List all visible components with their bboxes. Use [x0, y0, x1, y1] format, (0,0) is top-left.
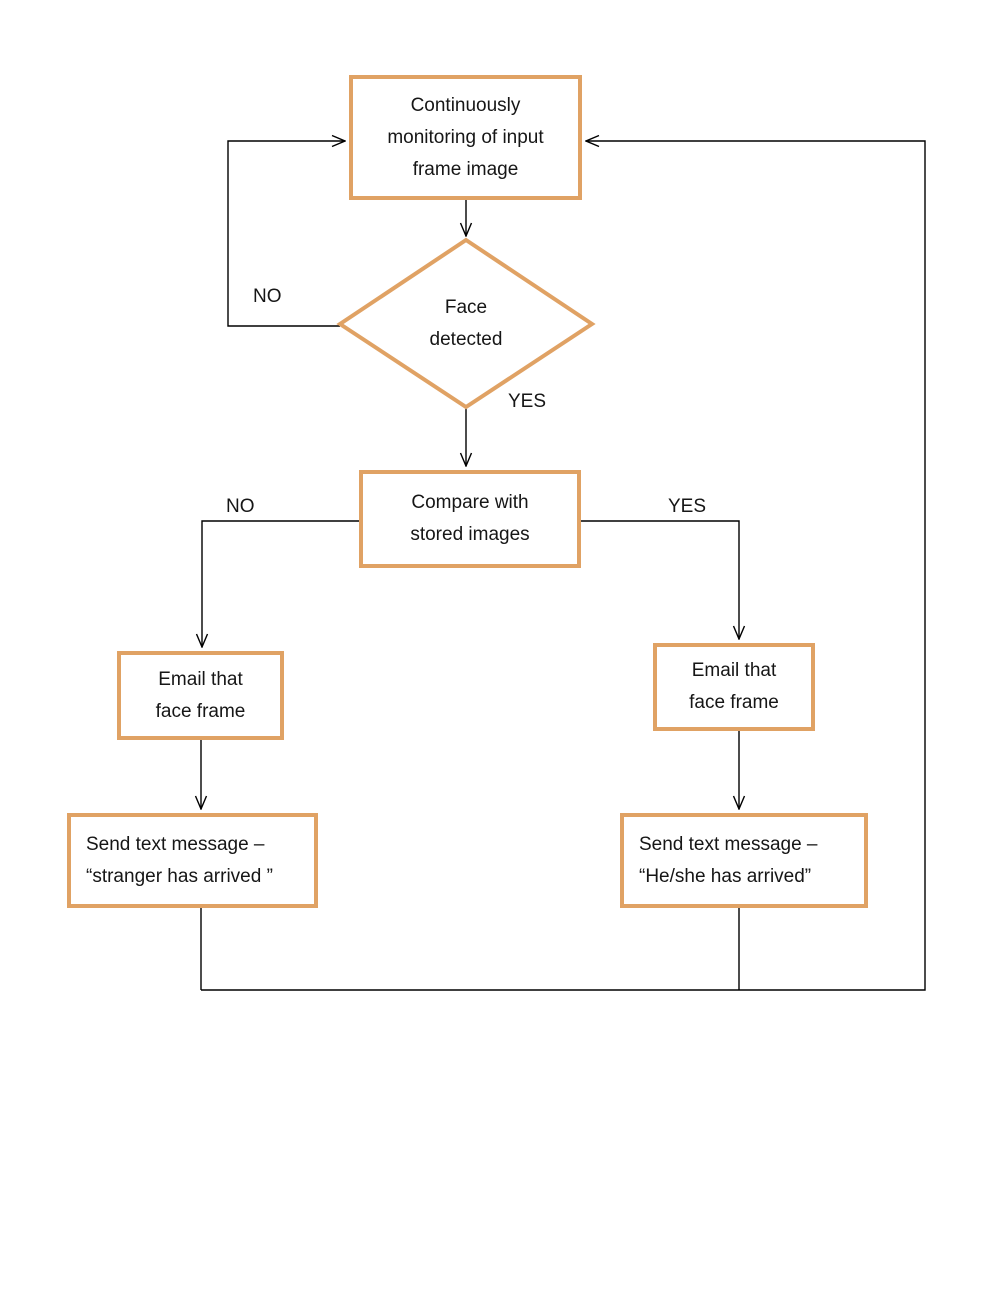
connector-face-no-loop [227, 141, 345, 327]
connector-compare-no-to-email [202, 520, 360, 647]
decision-face-detected-shape [336, 237, 596, 410]
node-send-text-known: Send text message – “He/she has arrived” [620, 813, 868, 908]
node-monitor-input: Continuously monitoring of input frame i… [349, 75, 582, 200]
decision-face-detected-label: Face detected [429, 297, 503, 350]
node-compare-stored-images: Compare with stored images [359, 470, 581, 568]
edge-label-match-no: NO [226, 496, 255, 517]
connector-return-loop [201, 141, 926, 991]
node-send-text-stranger: Send text message – “stranger has arrive… [67, 813, 318, 908]
connector-compare-yes-to-email [581, 520, 739, 639]
node-email-face-frame-known: Email that face frame [653, 643, 815, 731]
edge-label-face-yes: YES [508, 391, 547, 412]
node-monitor-input-label: Continuously monitoring of input frame i… [387, 94, 544, 180]
node-email-face-frame-stranger-label: Email that face frame [155, 668, 246, 722]
edge-label-match-yes: YES [668, 496, 707, 517]
node-email-face-frame-stranger: Email that face frame [117, 651, 284, 740]
node-compare-stored-images-label: Compare with stored images [410, 492, 530, 545]
node-email-face-frame-known-label: Email that face frame [689, 660, 779, 713]
node-send-text-stranger-label: Send text message – “stranger has arrive… [86, 833, 273, 887]
node-send-text-known-label: Send text message – “He/she has arrived” [639, 833, 818, 887]
edge-label-face-no: NO [253, 286, 282, 307]
